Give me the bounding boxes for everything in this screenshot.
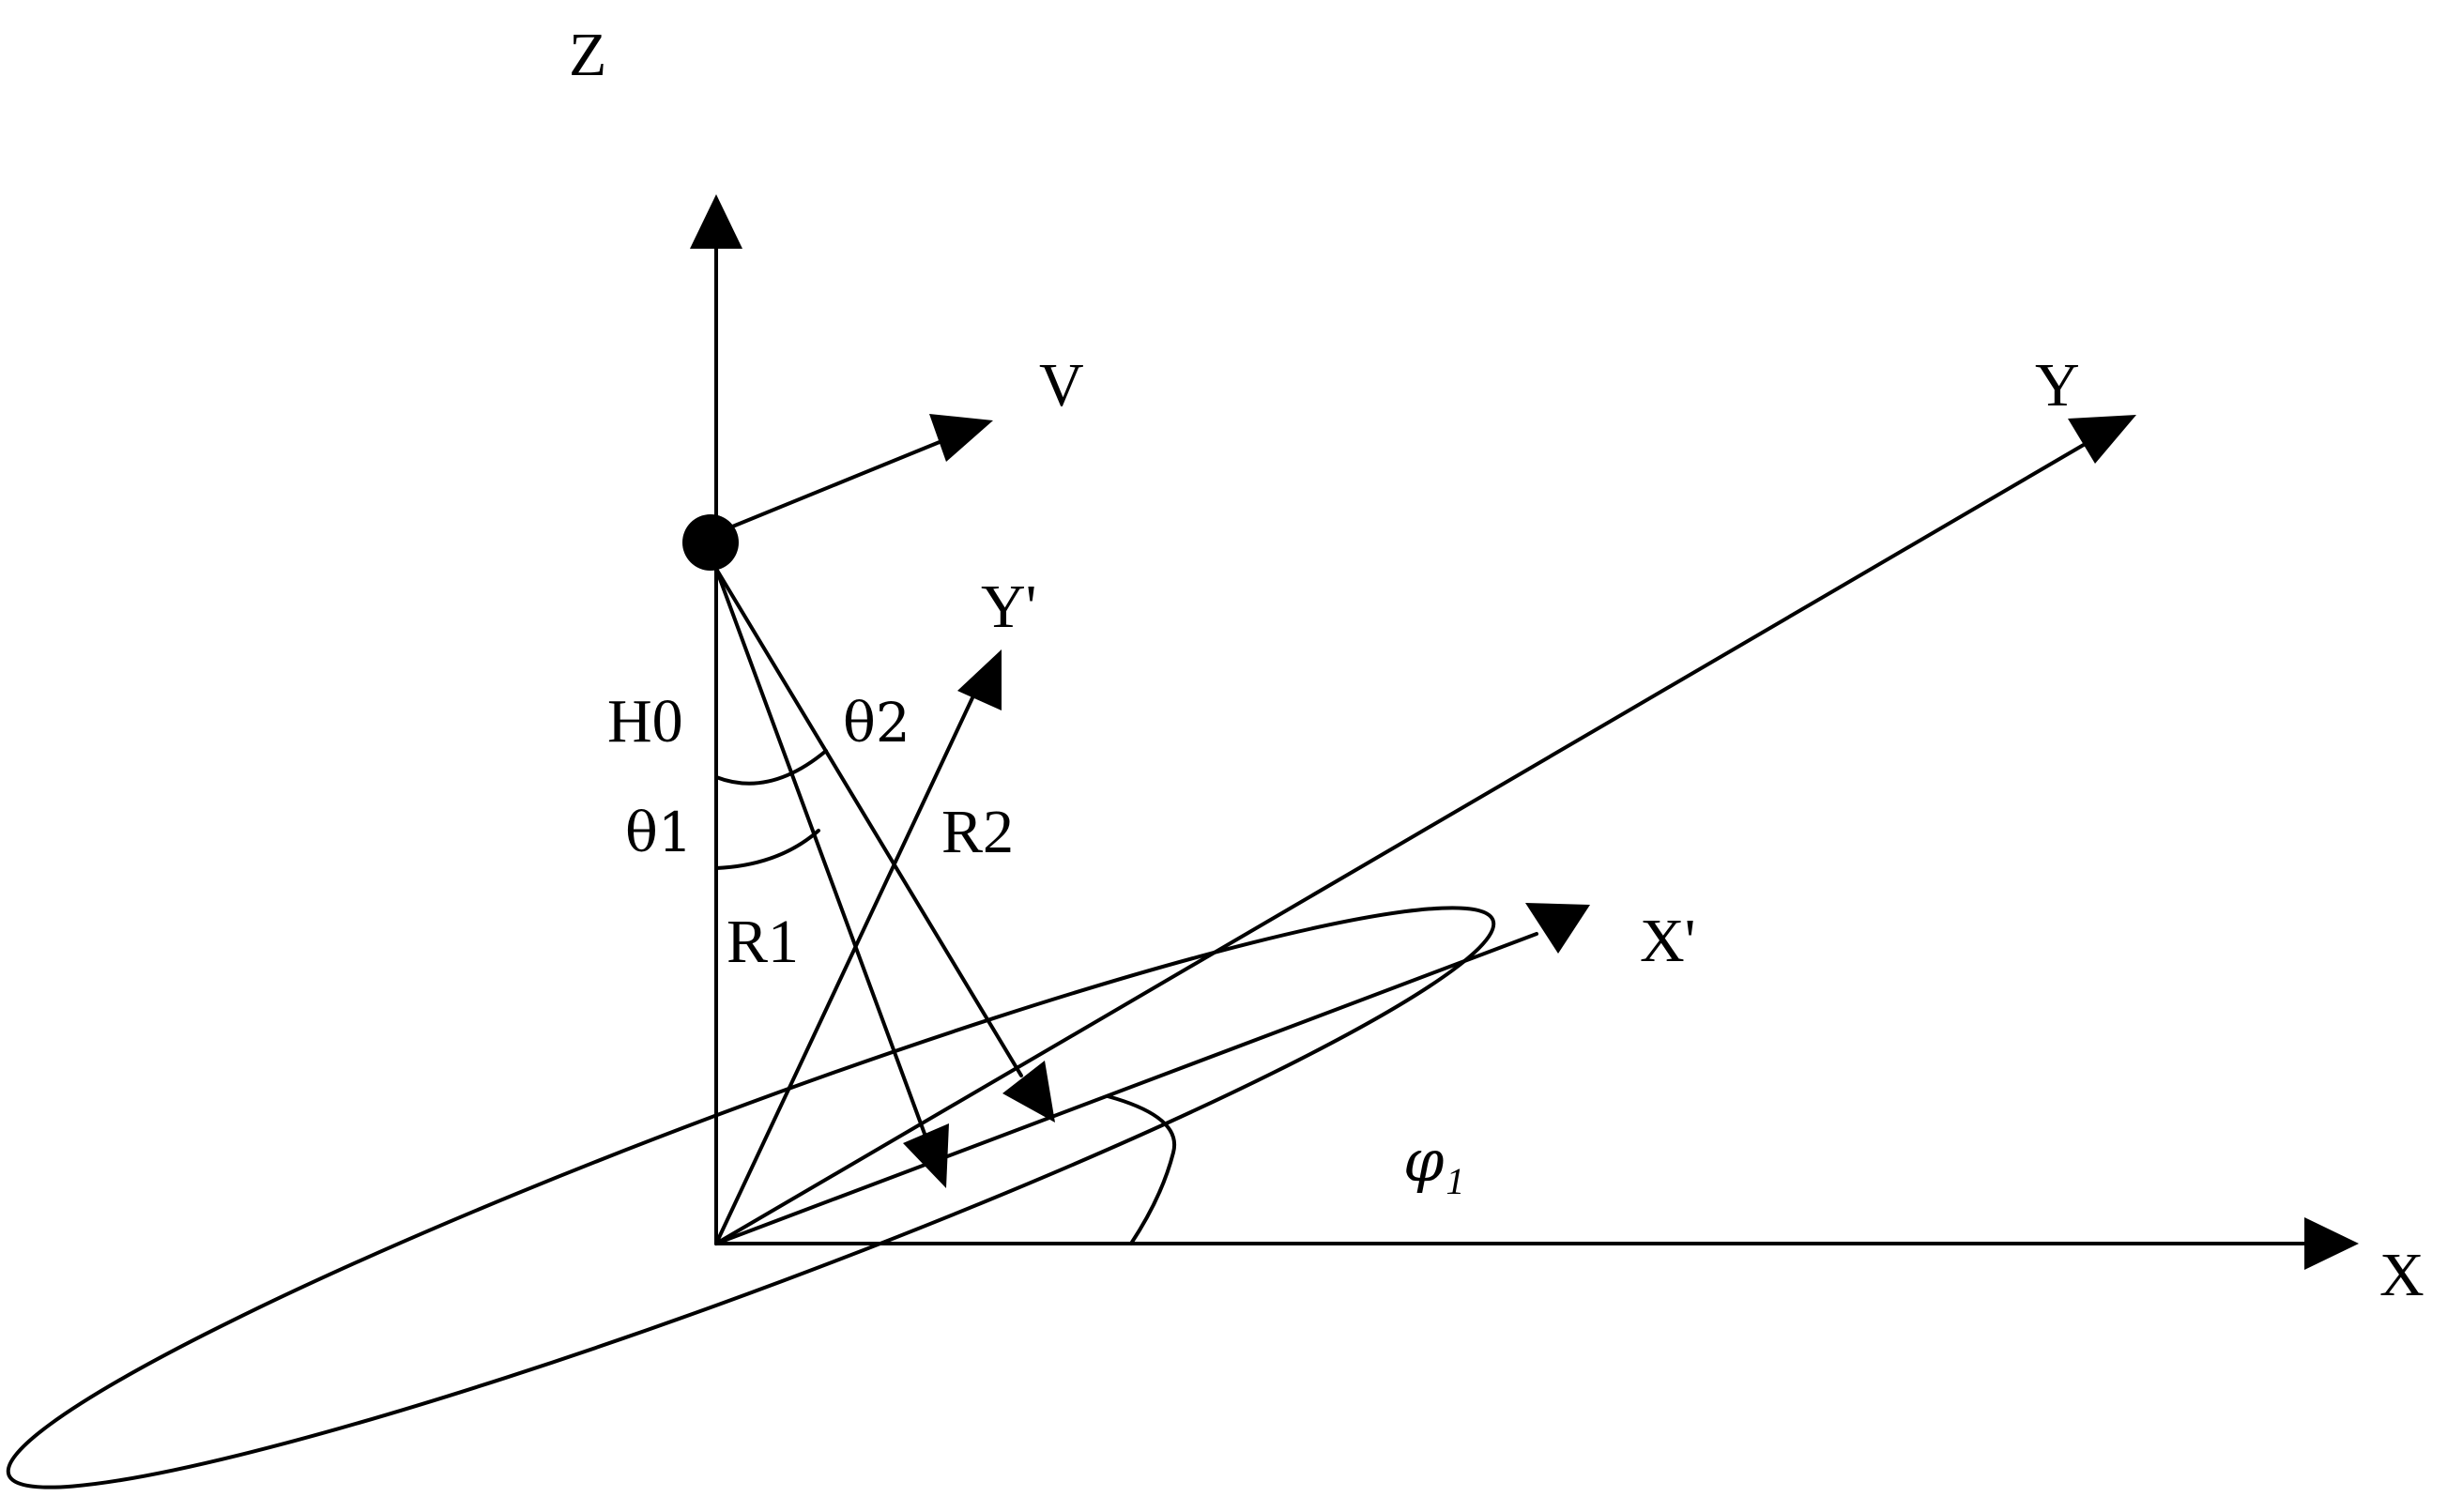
- platform-dot: [682, 514, 739, 571]
- y-prime-axis: [714, 649, 1002, 1245]
- x-prime-axis: [714, 903, 1590, 1245]
- footprint-ellipse: [6, 906, 1496, 1489]
- theta2-label: θ2: [843, 691, 910, 755]
- theta2-arc: [714, 749, 828, 786]
- y-prime-label: Y': [981, 573, 1037, 641]
- z-axis: [690, 194, 742, 1245]
- range1-label: R1: [727, 908, 799, 976]
- z-axis-label: Z: [569, 21, 606, 89]
- height-label: H0: [607, 687, 683, 756]
- y-axis-label: Y: [2035, 351, 2080, 420]
- y-axis: [714, 415, 2136, 1245]
- theta1-label: θ1: [625, 801, 693, 864]
- phi1-arc: [1106, 1094, 1177, 1245]
- velocity-label: V: [1039, 351, 1084, 420]
- range-vector-r2: [714, 567, 1055, 1123]
- x-prime-label: X': [1640, 907, 1696, 975]
- phi-subscript: 1: [1446, 1160, 1464, 1202]
- phi1-label: φ1: [1403, 1126, 1464, 1202]
- x-axis: [714, 1217, 2359, 1270]
- range2-label: R2: [941, 798, 1014, 866]
- velocity-vector: [724, 414, 993, 531]
- x-axis-label: X: [2379, 1241, 2425, 1309]
- range-vector-r1: [714, 567, 949, 1188]
- phi-symbol: φ: [1403, 1126, 1445, 1195]
- theta1-arc: [714, 829, 820, 870]
